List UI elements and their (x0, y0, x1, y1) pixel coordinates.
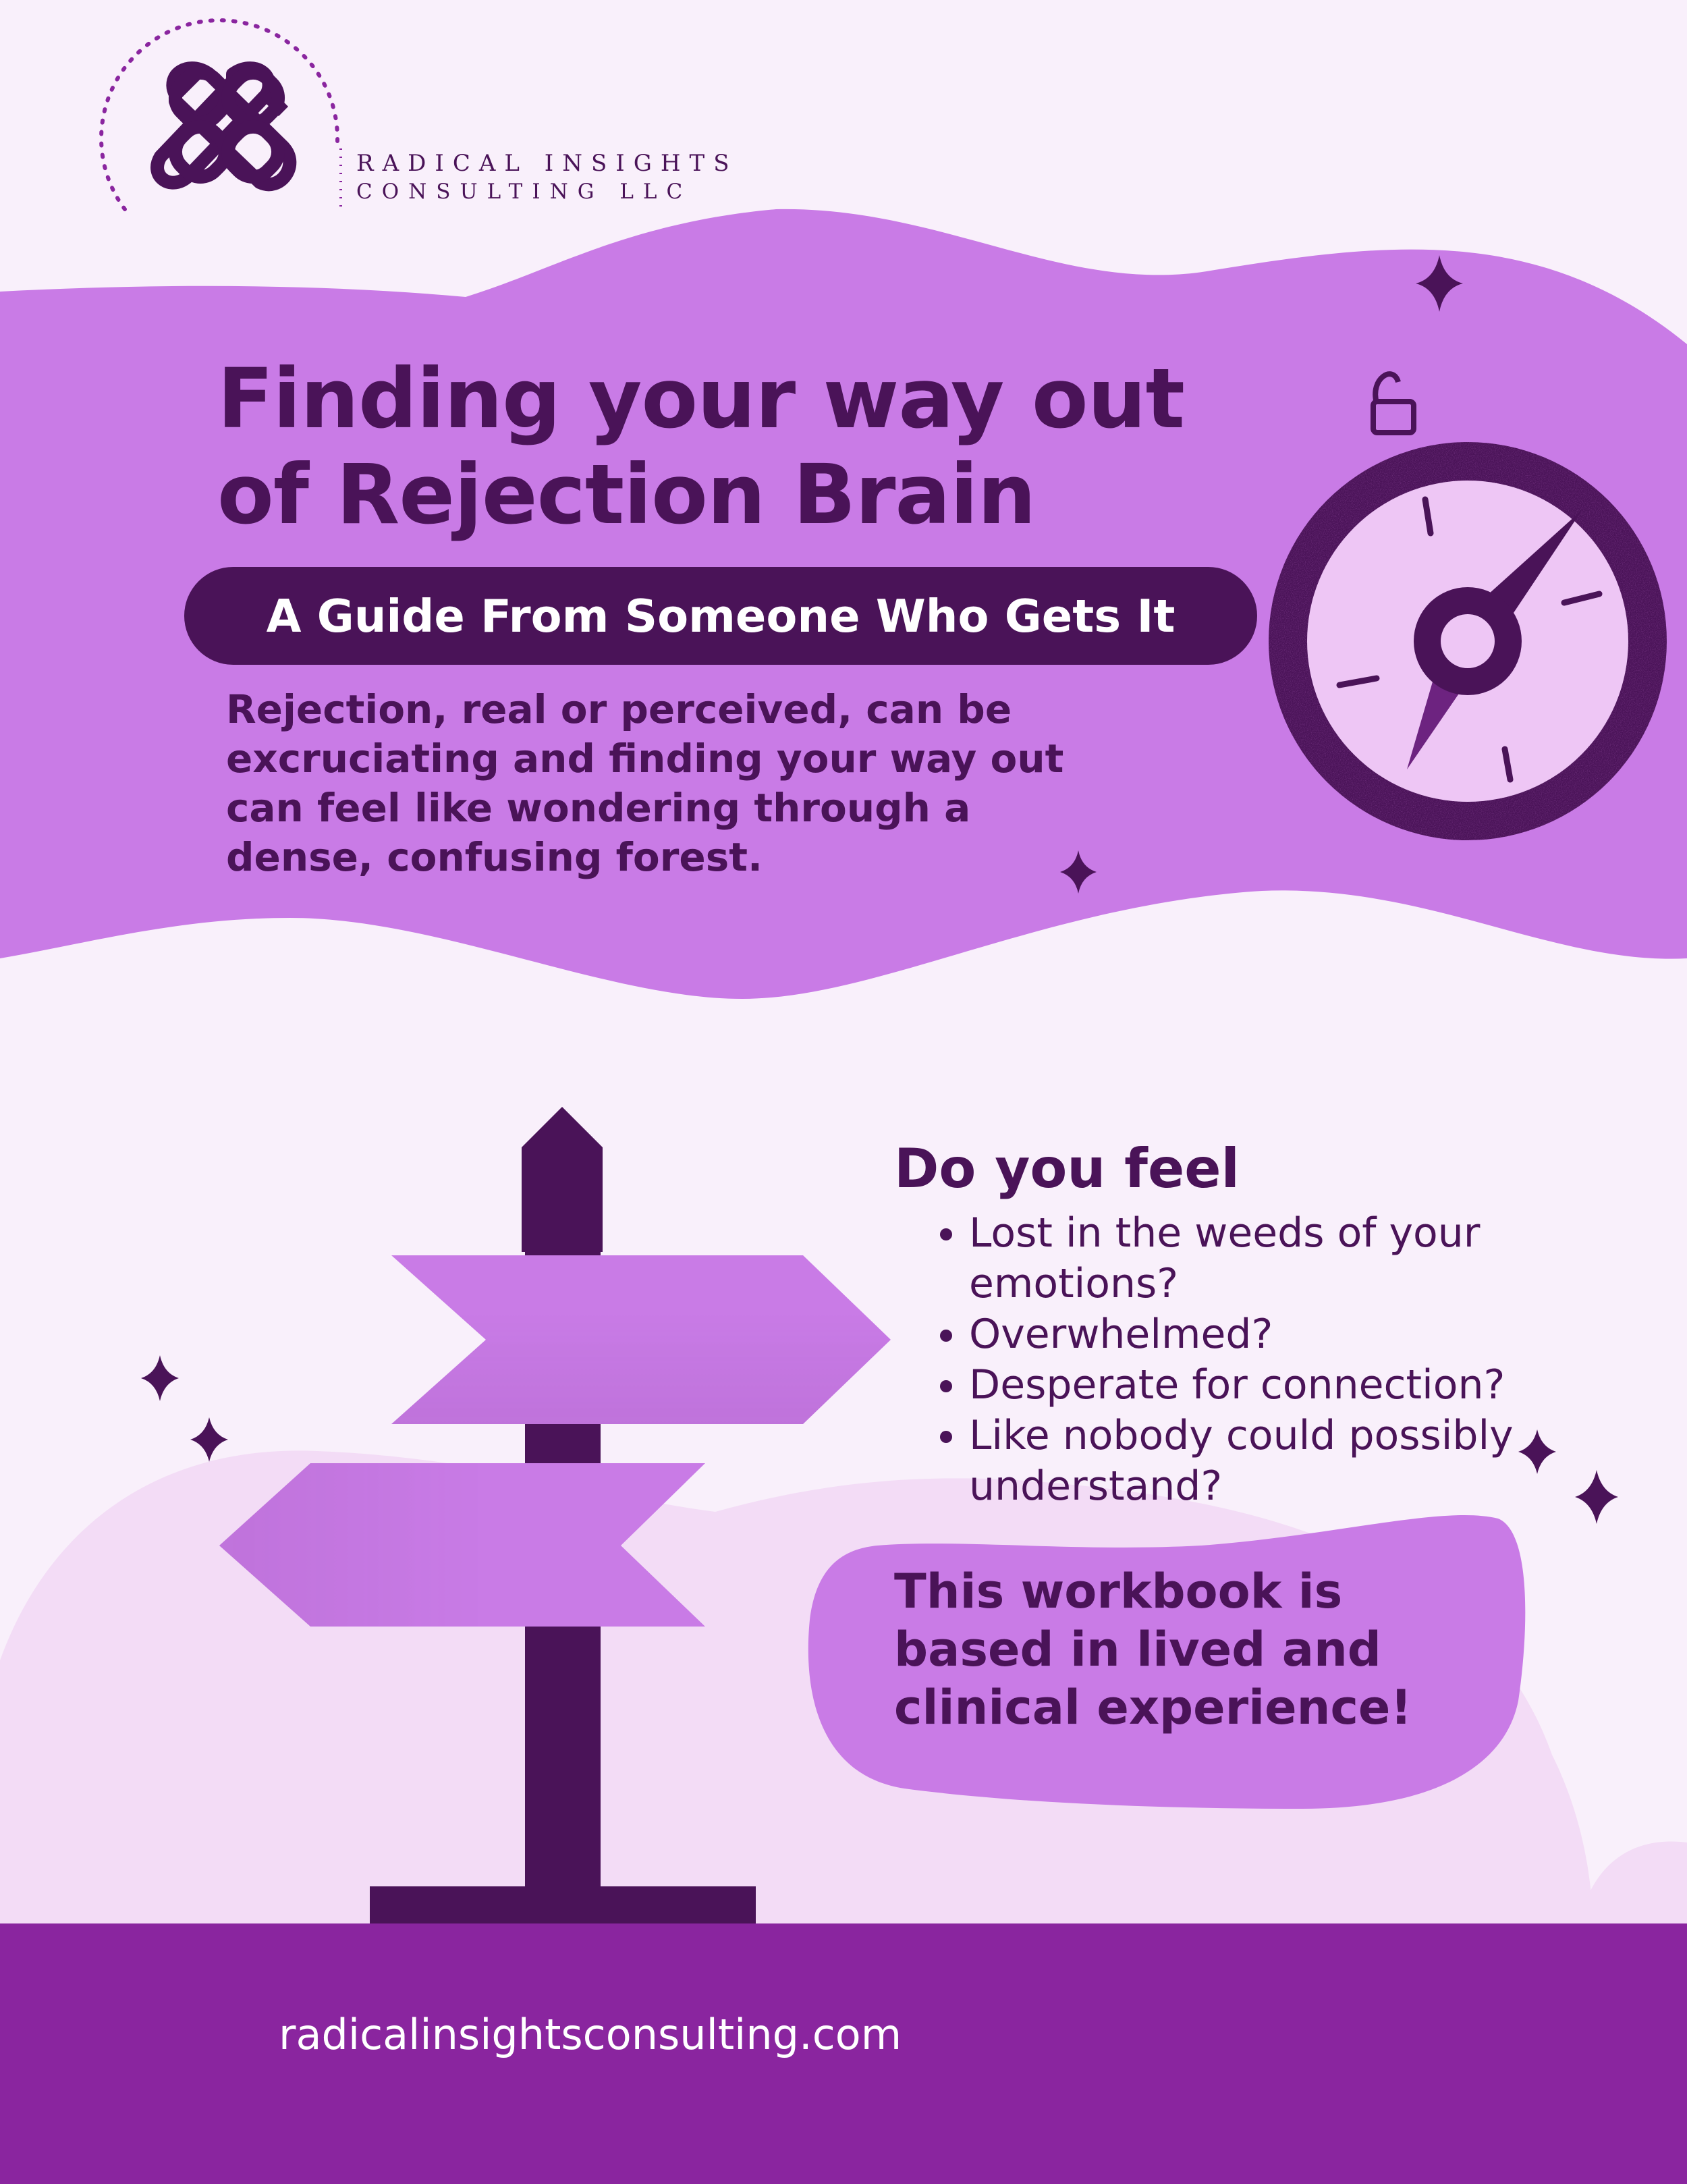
list-item: Like nobody could possibly understand? (969, 1411, 1671, 1512)
sparkle-icon (1060, 850, 1097, 894)
callout-text: This workbook is based in lived and clin… (894, 1564, 1412, 1735)
feelings-list: Lost in the weeds of your emotions? Over… (931, 1208, 1671, 1512)
sparkle-icon (1416, 255, 1463, 312)
compass-icon (1269, 371, 1667, 840)
subtitle-banner: A Guide From Someone Who Gets It (184, 567, 1257, 665)
background-hill-right (1579, 1841, 1687, 1923)
brand-name-line1: RADICAL INSIGHTS (356, 150, 738, 177)
intro-paragraph: Rejection, real or perceived, can be exc… (226, 686, 1064, 880)
page-title: Finding your way out of Rejection Brain (217, 351, 1185, 543)
list-item: Overwhelmed? (969, 1309, 1671, 1360)
subtitle: A Guide From Someone Who Gets It (266, 589, 1176, 643)
list-item: Desperate for connection? (969, 1360, 1671, 1411)
sparkle-icon (1518, 1429, 1556, 1474)
website-link[interactable]: radicalinsightsconsulting.com (279, 2010, 902, 2059)
sparkle-icon (141, 1355, 179, 1401)
callout-blob (808, 1514, 1526, 1809)
brand-name-line2: CONSULTING LLC (356, 180, 692, 204)
logo-icon (99, 18, 340, 211)
list-item: Lost in the weeds of your emotions? (969, 1208, 1671, 1309)
footer-bar (0, 1923, 1687, 2184)
sparkle-icon (1575, 1470, 1618, 1524)
signpost-icon (219, 1107, 891, 1927)
feelings-heading: Do you feel (894, 1137, 1240, 1200)
sparkle-icon (190, 1417, 228, 1462)
